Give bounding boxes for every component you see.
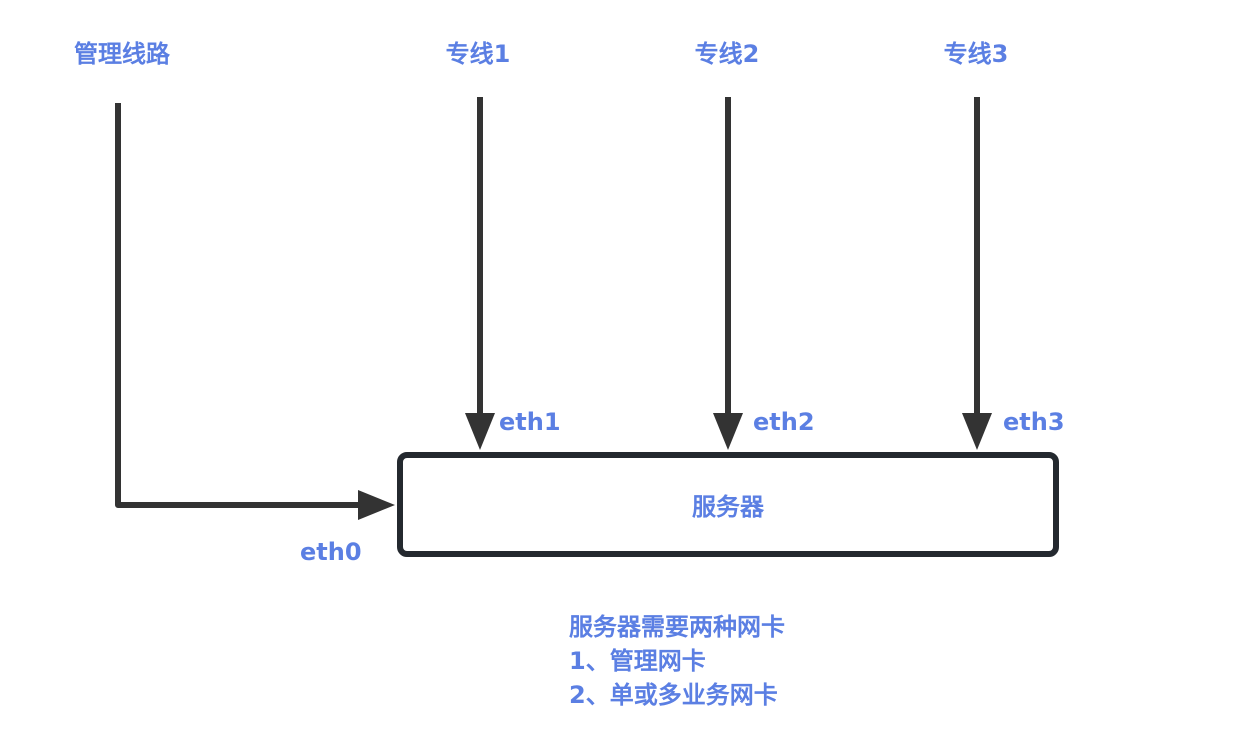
line2-label: 专线2: [694, 40, 760, 68]
notes-item-2: 2、单或多业务网卡: [569, 681, 778, 709]
mgmt-line-connector: [115, 103, 362, 508]
server-box: 服务器: [397, 452, 1059, 557]
notes-title: 服务器需要两种网卡: [569, 613, 785, 641]
eth2-label: eth2: [753, 408, 815, 436]
eth3-arrowhead: [962, 413, 992, 450]
eth1-label: eth1: [499, 408, 561, 436]
eth3-label: eth3: [1003, 408, 1065, 436]
eth1-arrowhead: [465, 413, 495, 450]
eth0-arrowhead: [358, 490, 395, 520]
line3-label: 专线3: [943, 40, 1009, 68]
line1-label: 专线1: [445, 40, 511, 68]
eth2-arrowhead: [713, 413, 743, 450]
notes-item-1: 1、管理网卡: [569, 647, 706, 675]
notes-block: 服务器需要两种网卡 1、管理网卡 2、单或多业务网卡: [569, 610, 785, 712]
server-label: 服务器: [692, 493, 764, 521]
eth0-label: eth0: [300, 538, 362, 566]
mgmt-line-label: 管理线路: [74, 40, 170, 68]
